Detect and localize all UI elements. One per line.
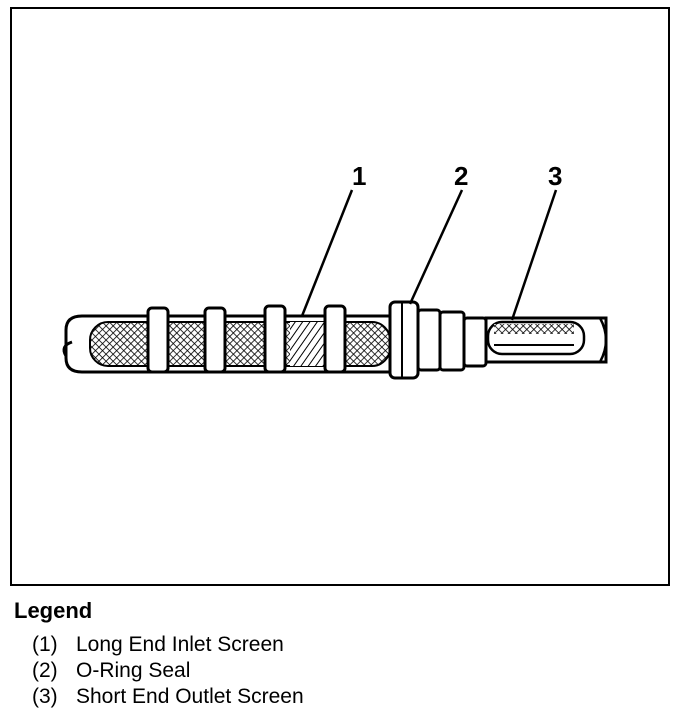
callout-1: 1 — [352, 161, 366, 191]
callout-2: 2 — [454, 161, 468, 191]
o-ring-seal — [388, 300, 488, 380]
legend-item-label: Long End Inlet Screen — [76, 633, 284, 656]
legend-item-number: (1) — [32, 633, 58, 656]
legend-item-number: (2) — [32, 659, 58, 682]
leader-line-1 — [300, 189, 354, 317]
short-end-outlet-screen — [484, 316, 608, 364]
legend-item: (2) O-Ring Seal — [32, 658, 674, 684]
leader-line-2 — [408, 189, 464, 305]
legend-item-number: (3) — [32, 685, 58, 708]
legend-item: (3) Short End Outlet Screen — [32, 684, 674, 710]
legend-title: Legend — [14, 598, 93, 623]
leader-line-3 — [510, 189, 558, 321]
figure-frame — [10, 7, 670, 586]
long-end-inlet-screen — [62, 304, 402, 374]
legend-item: (1) Long End Inlet Screen — [32, 632, 674, 658]
callout-3: 3 — [548, 161, 562, 191]
legend-item-label: O-Ring Seal — [76, 659, 191, 682]
legend: Legend (1) Long End Inlet Screen (2) O-Rin… — [14, 598, 674, 710]
legend-item-label: Short End Outlet Screen — [76, 685, 304, 708]
orifice-tube-diagram: 1 2 3 — [62, 161, 608, 380]
